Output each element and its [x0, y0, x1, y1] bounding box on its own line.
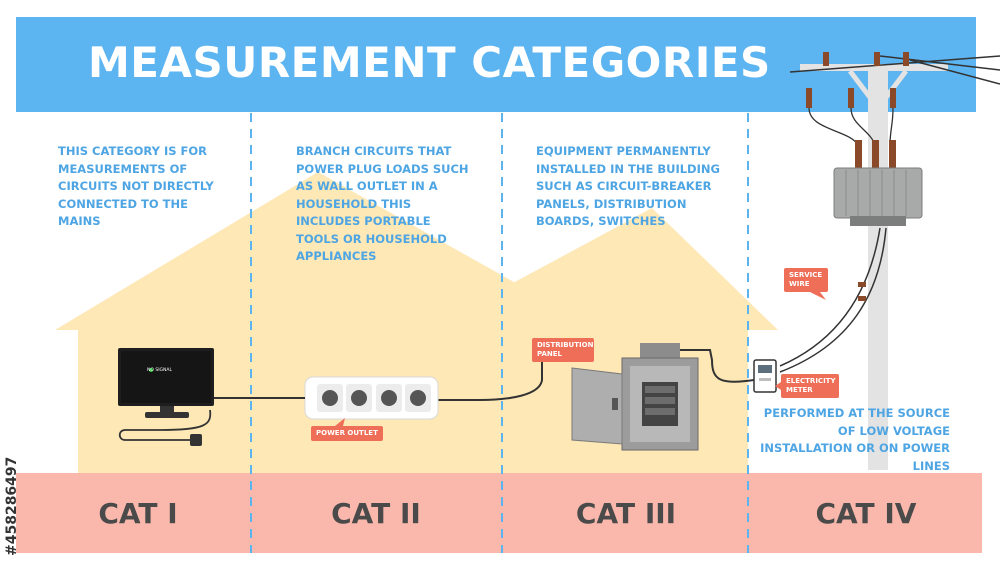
panel-to-outlet-wire	[438, 356, 543, 401]
pointer-service	[810, 292, 826, 300]
cat2-label: CAT II	[331, 497, 421, 530]
category-band	[16, 473, 982, 553]
cat3-description: EQUIPMENT PERMANENTLY INSTALLED IN THE B…	[536, 144, 720, 228]
stock-id: #458286497	[4, 456, 20, 556]
service-wire-path-2	[779, 227, 887, 373]
pointer-meter	[775, 382, 781, 390]
electricity-meter	[753, 359, 777, 393]
cat3-label: CAT III	[575, 497, 677, 530]
cat1-description: THIS CATEGORY IS FOR MEASUREMENTS OF CIR…	[58, 144, 214, 228]
tv-screen-text: NO SIGNAL	[147, 368, 172, 373]
cat4-label: CAT IV	[815, 497, 917, 530]
service-wire-label: SERVICE WIRE	[784, 268, 828, 292]
power-strip	[304, 376, 439, 420]
tv	[118, 348, 214, 446]
cat1-label: CAT I	[98, 497, 178, 530]
distribution-panel-label: DISTRIBUTION PANEL	[532, 338, 594, 362]
power-outlet-label: POWER OUTLET	[311, 426, 383, 441]
distribution-panel	[571, 343, 699, 451]
page-title: MEASUREMENT CATEGORIES	[88, 38, 771, 87]
cat2-description: BRANCH CIRCUITS THAT POWER PLUG LOADS SU…	[296, 144, 469, 263]
service-wire-path-1	[779, 227, 881, 367]
electricity-meter-label: ELECTRICITY METER	[781, 374, 839, 398]
pointer-outlet	[335, 418, 345, 426]
cat4-description: PERFORMED AT THE SOURCE OF LOW VOLTAGE I…	[760, 406, 950, 473]
house-right	[500, 208, 778, 473]
meter-to-panel-wire	[670, 349, 755, 383]
transformer	[833, 167, 923, 226]
